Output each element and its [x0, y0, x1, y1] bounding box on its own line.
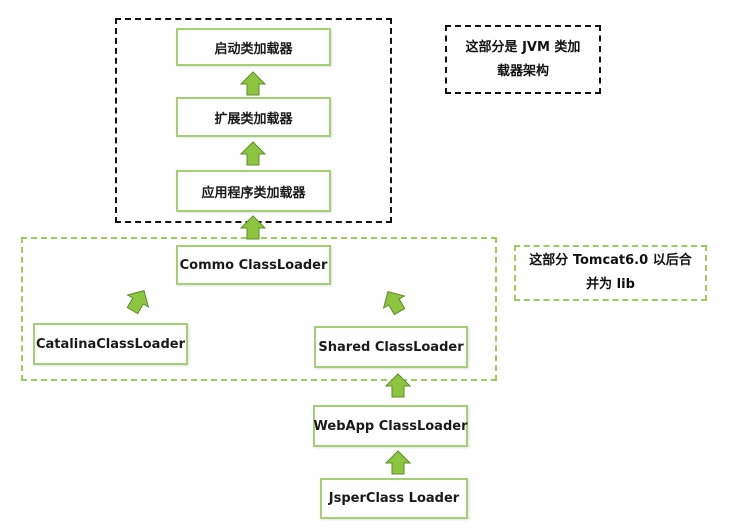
jasper-classloader-node: JsperClass Loader — [320, 478, 468, 519]
webapp-classloader-node: WebApp ClassLoader — [313, 405, 468, 447]
jvm-note-line1: 这部分是 JVM 类加 — [465, 39, 581, 55]
jvm-note-line2: 载器架构 — [496, 63, 549, 79]
arrow-jasper-to-webapp — [385, 450, 411, 475]
jasper-classloader-label: JsperClass Loader — [328, 491, 460, 506]
arrow-application-to-extension — [240, 141, 266, 166]
catalina-classloader-node: CatalinaClassLoader — [33, 323, 188, 365]
arrow-extension-to-bootstrap — [240, 71, 266, 96]
tomcat-note-line1: 这部分 Tomcat6.0 以后合 — [529, 253, 692, 268]
application-classloader-label: 应用程序类加载器 — [201, 185, 306, 201]
shared-classloader-node: Shared ClassLoader — [314, 326, 468, 368]
common-classloader-label: Commo ClassLoader — [179, 257, 328, 273]
arrow-shared-to-common — [377, 285, 411, 319]
arrow-common-to-application — [240, 215, 266, 240]
extension-classloader-node: 扩展类加载器 — [176, 97, 331, 137]
bootstrap-classloader-label: 启动类加载器 — [214, 41, 293, 57]
arrow-catalina-to-common — [121, 284, 155, 318]
bootstrap-classloader-node: 启动类加载器 — [176, 28, 331, 66]
common-classloader-node: Commo ClassLoader — [176, 245, 331, 285]
webapp-classloader-label: WebApp ClassLoader — [313, 418, 468, 434]
tomcat-note: 这部分 Tomcat6.0 以后合 并为 lib — [514, 245, 707, 301]
jvm-note: 这部分是 JVM 类加 载器架构 — [445, 25, 601, 94]
tomcat-note-line2: 并为 lib — [586, 277, 635, 292]
shared-classloader-label: Shared ClassLoader — [318, 339, 464, 355]
catalina-classloader-label: CatalinaClassLoader — [35, 336, 185, 352]
application-classloader-node: 应用程序类加载器 — [176, 170, 331, 212]
arrow-webapp-to-shared — [385, 373, 411, 398]
extension-classloader-label: 扩展类加载器 — [214, 111, 293, 127]
